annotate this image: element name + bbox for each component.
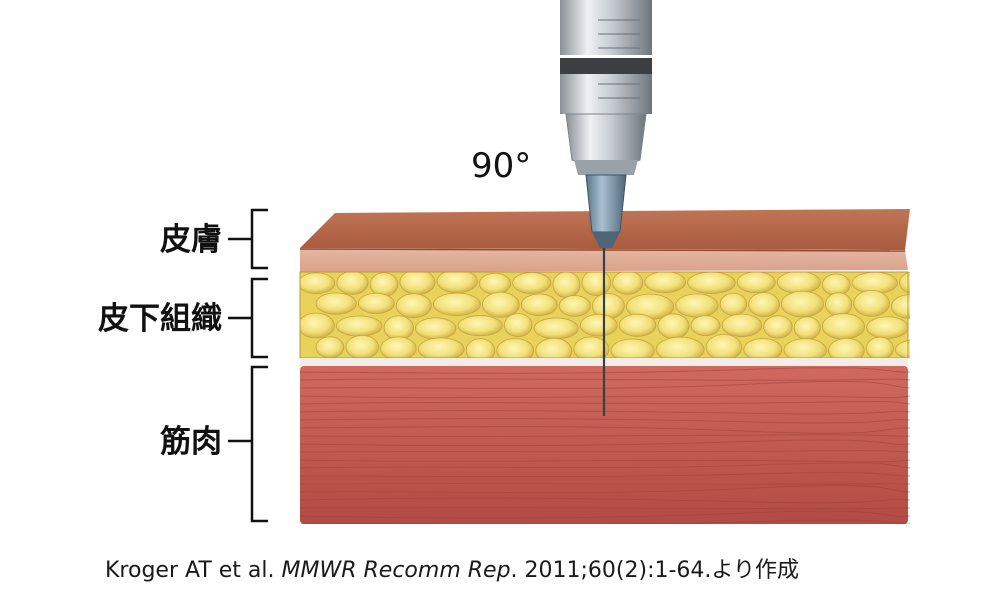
skin-bracket	[228, 208, 268, 270]
syringe-icon	[560, 0, 652, 248]
source-caption: Kroger AT et al. MMWR Recomm Rep. 2011;6…	[105, 552, 995, 584]
caption-authors: Kroger AT et al.	[105, 558, 275, 583]
subcutaneous-bracket	[228, 277, 268, 359]
skin-label: 皮膚	[160, 222, 222, 258]
subcutaneous-label: 皮下組織	[98, 301, 222, 337]
angle-label: 90°	[471, 146, 531, 186]
muscle-label: 筋肉	[160, 424, 222, 460]
muscle-layer	[300, 366, 910, 524]
subcutaneous-layer	[299, 271, 910, 359]
caption-journal: MMWR Recomm Rep	[281, 558, 511, 583]
caption-citation: . 2011;60(2):1-64.より作成	[510, 558, 799, 583]
muscle-bracket	[228, 365, 268, 523]
